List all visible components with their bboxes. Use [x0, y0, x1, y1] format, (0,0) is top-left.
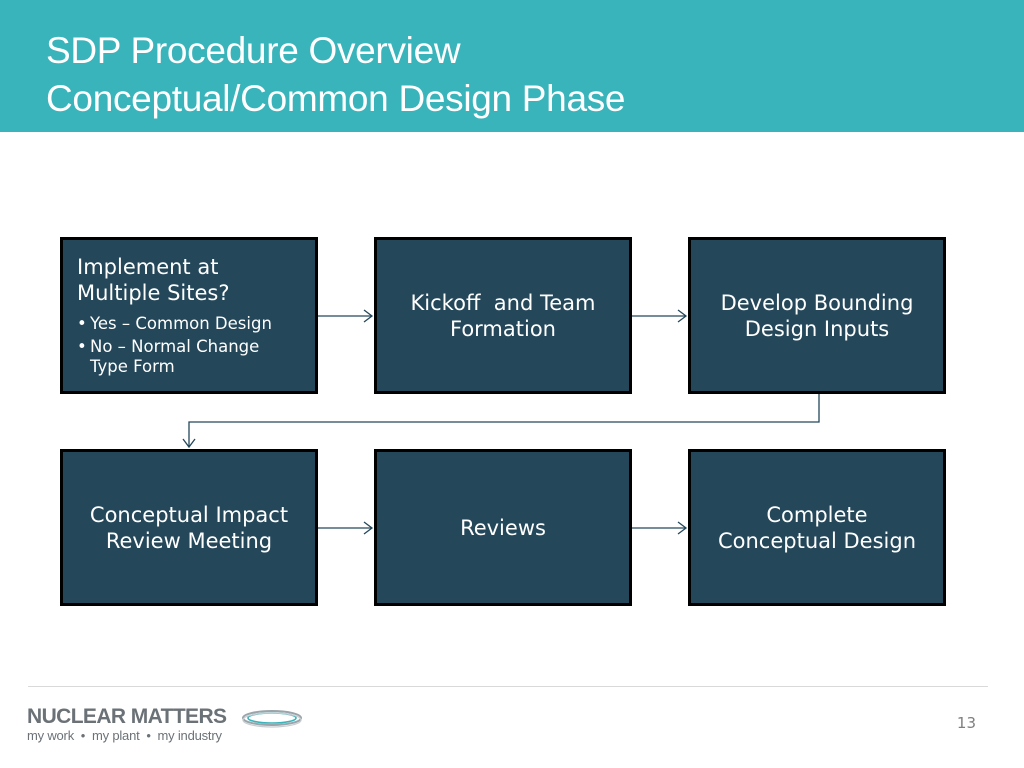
page-title: SDP Procedure Overview [46, 30, 461, 71]
step-conceptual-impact-review: Conceptual Impact Review Meeting [60, 449, 318, 606]
nuclear-matters-logo: NUCLEAR MATTERS my work • my plant • my … [27, 705, 317, 747]
arrow-step1-to-step2 [318, 309, 374, 323]
arrow-step5-to-step6 [632, 521, 688, 535]
step-reviews: Reviews [374, 449, 632, 606]
option-no: No – Normal Change Type Form [77, 337, 301, 377]
logo-wordmark: NUCLEAR MATTERS [27, 705, 227, 728]
page-number: 13 [956, 714, 976, 732]
step-kickoff-team-formation: Kickoff and Team Formation [374, 237, 632, 394]
step3-label: Develop Bounding Design Inputs [720, 290, 914, 341]
arrow-step2-to-step3 [632, 309, 688, 323]
page-subtitle: Conceptual/Common Design Phase [46, 78, 626, 119]
step1-heading: Implement at Multiple Sites? [77, 255, 230, 305]
step2-label: Kickoff and Team Formation [410, 290, 596, 341]
step4-label: Conceptual Impact Review Meeting [89, 502, 289, 553]
step-complete-conceptual-design: Complete Conceptual Design [688, 449, 946, 606]
step-implement-multiple-sites: Implement at Multiple Sites? Yes – Commo… [60, 237, 318, 394]
footer-divider [28, 686, 988, 687]
arrow-step4-to-step5 [318, 521, 374, 535]
option-yes: Yes – Common Design [77, 314, 301, 334]
rings-icon [242, 710, 302, 728]
arrow-step3-to-step4 [182, 394, 820, 449]
step-develop-bounding-design-inputs: Develop Bounding Design Inputs [688, 237, 946, 394]
logo-tagline: my work • my plant • my industry [27, 728, 222, 743]
step1-options: Yes – Common Design No – Normal Change T… [77, 314, 301, 377]
header-banner: SDP Procedure Overview Conceptual/Common… [0, 0, 1024, 132]
step6-label: Complete Conceptual Design [717, 502, 917, 553]
step5-label: Reviews [460, 515, 546, 540]
